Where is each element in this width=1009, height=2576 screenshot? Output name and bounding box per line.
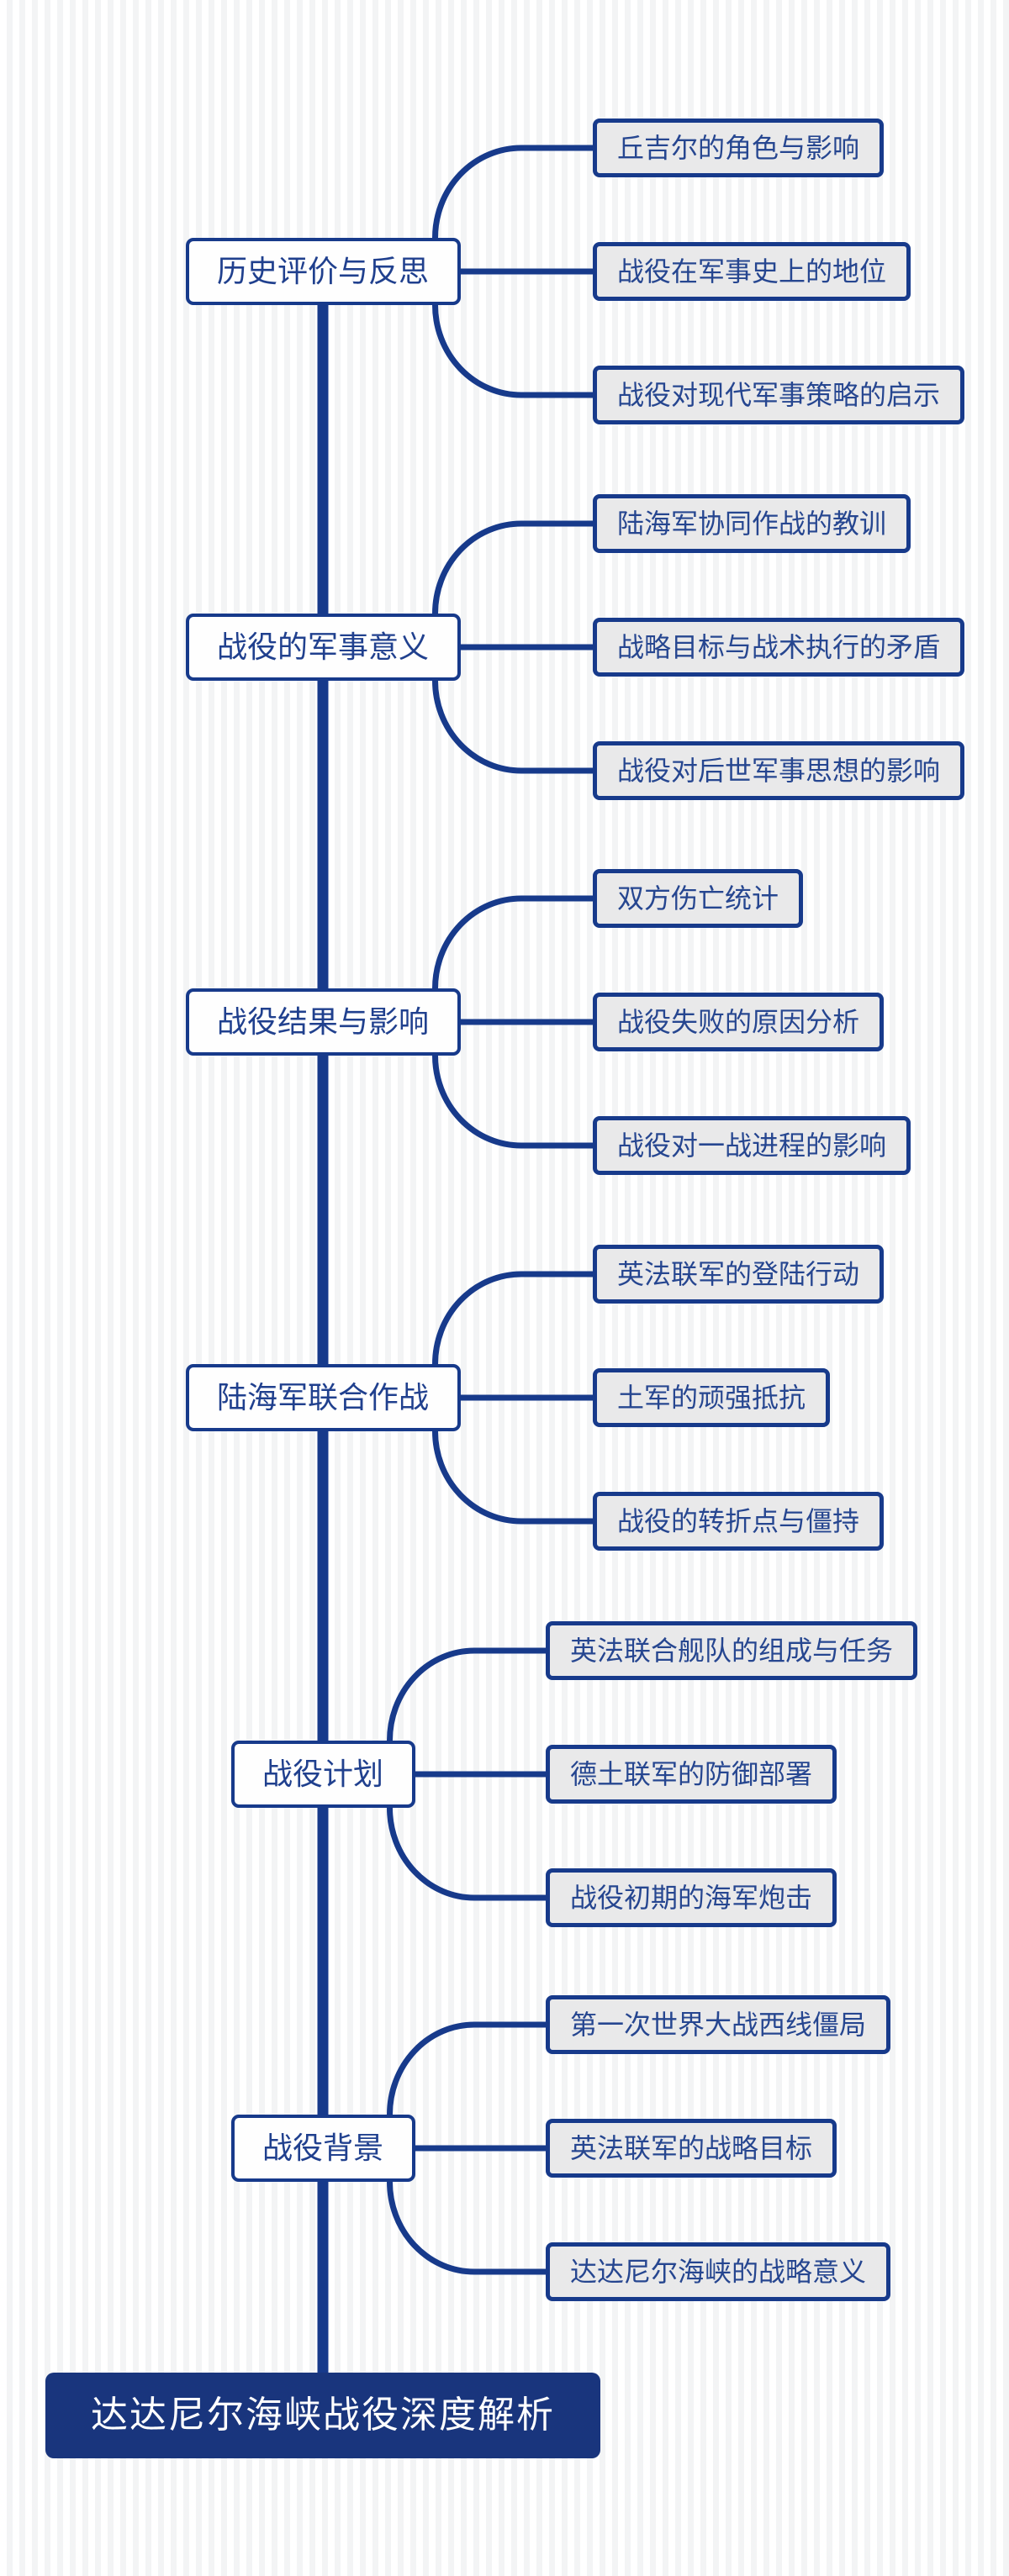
child-node[interactable]: 达达尼尔海峡的战略意义 (546, 2242, 890, 2301)
child-node[interactable]: 双方伤亡统计 (593, 869, 803, 928)
connector-arc-top (432, 145, 601, 241)
child-node[interactable]: 战役失败的原因分析 (593, 993, 884, 1051)
child-node[interactable]: 英法联军的登陆行动 (593, 1245, 884, 1304)
child-node[interactable]: 英法联军的战略目标 (546, 2119, 837, 2178)
child-node[interactable]: 战役对后世军事思想的影响 (593, 741, 964, 800)
connector-arc-top (387, 1647, 554, 1744)
connector-arc-bottom (432, 677, 601, 774)
connector-arc-top (387, 2021, 554, 2118)
root-node[interactable]: 达达尼尔海峡战役深度解析 (45, 2373, 600, 2458)
connector-arc-bottom (387, 1804, 554, 1901)
topic-node[interactable]: 战役结果与影响 (185, 988, 461, 1056)
connector-arc-bottom (432, 302, 601, 398)
connector-arc-bottom (432, 1052, 601, 1149)
child-node[interactable]: 英法联合舰队的组成与任务 (546, 1621, 917, 1680)
child-node[interactable]: 战役初期的海军炮击 (546, 1868, 837, 1927)
child-node[interactable]: 战役对一战进程的影响 (593, 1116, 911, 1175)
child-node[interactable]: 丘吉尔的角色与影响 (593, 119, 884, 177)
child-node[interactable]: 德土联军的防御部署 (546, 1745, 837, 1804)
child-node[interactable]: 战役的转折点与僵持 (593, 1492, 884, 1551)
child-node[interactable]: 战役对现代军事策略的启示 (593, 366, 964, 424)
topic-node[interactable]: 战役背景 (230, 2115, 415, 2182)
connector-arc-top (432, 520, 601, 617)
child-node[interactable]: 第一次世界大战西线僵局 (546, 1995, 890, 2054)
child-node[interactable]: 战略目标与战术执行的矛盾 (593, 618, 964, 677)
topic-node[interactable]: 战役计划 (230, 1741, 415, 1808)
connector-arc-top (432, 895, 601, 992)
topic-node[interactable]: 陆海军联合作战 (185, 1364, 461, 1431)
child-node[interactable]: 战役在军事史上的地位 (593, 242, 911, 301)
topic-node[interactable]: 战役的军事意义 (185, 614, 461, 681)
topic-node[interactable]: 历史评价与反思 (185, 238, 461, 305)
child-node[interactable]: 陆海军协同作战的教训 (593, 494, 911, 553)
child-node[interactable]: 土军的顽强抵抗 (593, 1368, 830, 1427)
connector-arc-bottom (387, 2178, 554, 2275)
connector-arc-top (432, 1271, 601, 1367)
connector-arc-bottom (432, 1428, 601, 1525)
